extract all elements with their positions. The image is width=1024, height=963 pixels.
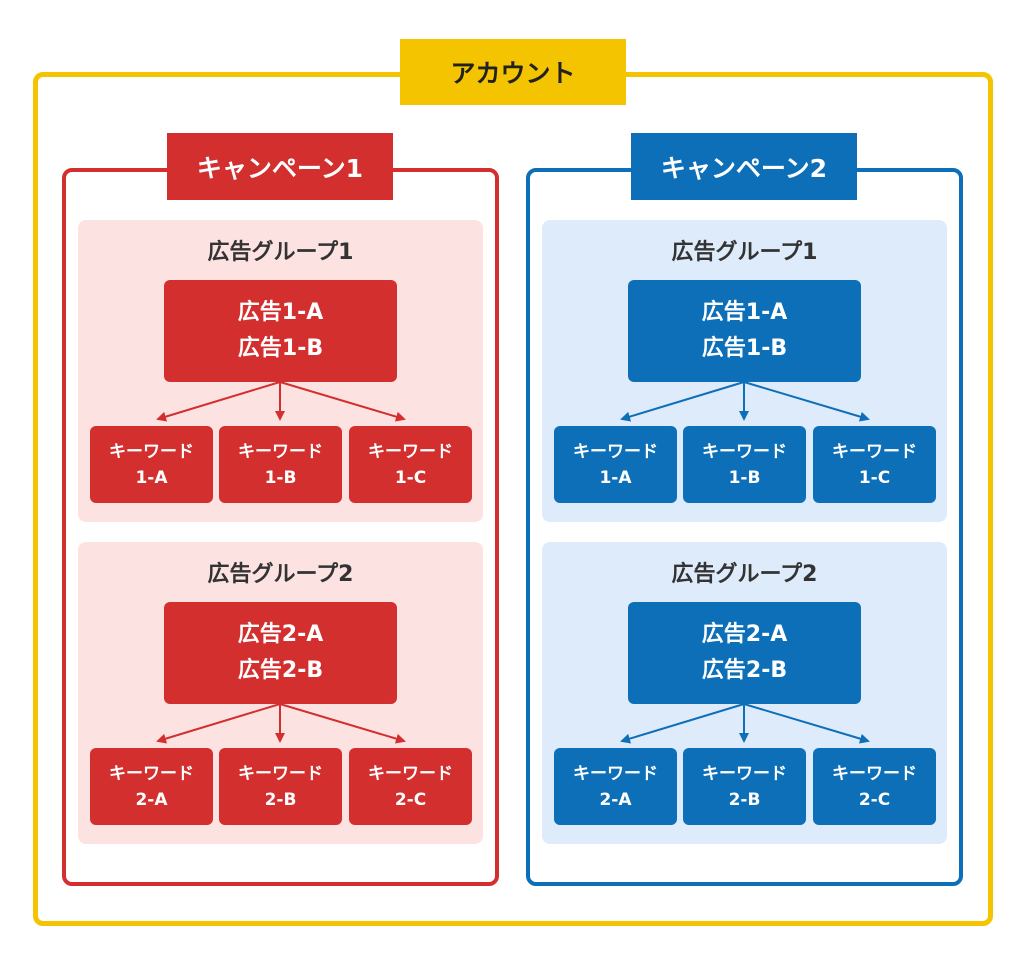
keyword-box: キーワード 1-A bbox=[554, 426, 677, 503]
keyword-label: キーワード bbox=[573, 763, 658, 784]
keyword-label: キーワード bbox=[238, 763, 323, 784]
keyword-box: キーワード 2-A bbox=[90, 748, 213, 825]
keyword-id: 1-C bbox=[858, 467, 891, 488]
keyword-label: キーワード bbox=[832, 763, 917, 784]
keyword-label: キーワード bbox=[832, 441, 917, 462]
keyword-id: 2-C bbox=[394, 789, 427, 810]
ad-box: 広告1-A 広告1-B bbox=[164, 280, 397, 382]
keyword-box: キーワード 2-C bbox=[349, 748, 472, 825]
ad-item: 広告2-A bbox=[237, 622, 324, 647]
campaign-1-ad-group-2: 広告グループ2 広告2-A 広告2-B キーワード 2-A キーワード 2-B … bbox=[78, 542, 483, 844]
ad-item: 広告1-A bbox=[701, 300, 788, 325]
keyword-id: 2-A bbox=[135, 789, 168, 810]
keyword-id: 2-A bbox=[599, 789, 632, 810]
keyword-id: 1-A bbox=[599, 467, 632, 488]
ad-item: 広告2-B bbox=[701, 658, 788, 683]
account-label: アカウント bbox=[400, 39, 626, 105]
keyword-label: キーワード bbox=[702, 763, 787, 784]
keyword-id: 2-C bbox=[858, 789, 891, 810]
ad-to-keyword-arrows bbox=[620, 703, 870, 744]
ad-item: 広告2-B bbox=[237, 658, 324, 683]
keyword-label: キーワード bbox=[238, 441, 323, 462]
keyword-id: 2-B bbox=[264, 789, 297, 810]
keyword-box: キーワード 1-B bbox=[219, 426, 342, 503]
ad-to-keyword-arrows bbox=[156, 381, 406, 422]
campaign-1-ad-group-1: 広告グループ1 広告1-A 広告1-B キーワード 1-A キーワード 1-B … bbox=[78, 220, 483, 522]
keyword-box: キーワード 2-A bbox=[554, 748, 677, 825]
keyword-box: キーワード 1-C bbox=[349, 426, 472, 503]
ad-to-keyword-arrows bbox=[620, 381, 870, 422]
keyword-id: 2-B bbox=[728, 789, 761, 810]
ad-box: 広告2-A 広告2-B bbox=[164, 602, 397, 704]
ad-group-title: 広告グループ2 bbox=[207, 562, 354, 587]
ad-item: 広告1-B bbox=[237, 336, 324, 361]
ad-item: 広告1-B bbox=[701, 336, 788, 361]
keyword-label: キーワード bbox=[109, 441, 194, 462]
campaign-2-label: キャンペーン2 bbox=[631, 133, 857, 200]
ad-box: 広告1-A 広告1-B bbox=[628, 280, 861, 382]
keyword-box: キーワード 2-C bbox=[813, 748, 936, 825]
keyword-id: 1-A bbox=[135, 467, 168, 488]
keyword-label: キーワード bbox=[368, 763, 453, 784]
ad-box: 広告2-A 広告2-B bbox=[628, 602, 861, 704]
keyword-id: 1-B bbox=[728, 467, 761, 488]
ad-group-title: 広告グループ1 bbox=[671, 240, 818, 265]
keyword-box: キーワード 1-B bbox=[683, 426, 806, 503]
campaign-2-ad-group-1: 広告グループ1 広告1-A 広告1-B キーワード 1-A キーワード 1-B … bbox=[542, 220, 947, 522]
keyword-box: キーワード 2-B bbox=[683, 748, 806, 825]
ad-to-keyword-arrows bbox=[156, 703, 406, 744]
keyword-box: キーワード 1-C bbox=[813, 426, 936, 503]
ad-item: 広告2-A bbox=[701, 622, 788, 647]
keyword-label: キーワード bbox=[368, 441, 453, 462]
keyword-label: キーワード bbox=[702, 441, 787, 462]
keyword-box: キーワード 1-A bbox=[90, 426, 213, 503]
keyword-id: 1-B bbox=[264, 467, 297, 488]
keyword-box: キーワード 2-B bbox=[219, 748, 342, 825]
campaign-1-label: キャンペーン1 bbox=[167, 133, 393, 200]
keyword-label: キーワード bbox=[573, 441, 658, 462]
ad-group-title: 広告グループ2 bbox=[671, 562, 818, 587]
ad-item: 広告1-A bbox=[237, 300, 324, 325]
keyword-label: キーワード bbox=[109, 763, 194, 784]
campaign-2-ad-group-2: 広告グループ2 広告2-A 広告2-B キーワード 2-A キーワード 2-B … bbox=[542, 542, 947, 844]
keyword-id: 1-C bbox=[394, 467, 427, 488]
ad-group-title: 広告グループ1 bbox=[207, 240, 354, 265]
